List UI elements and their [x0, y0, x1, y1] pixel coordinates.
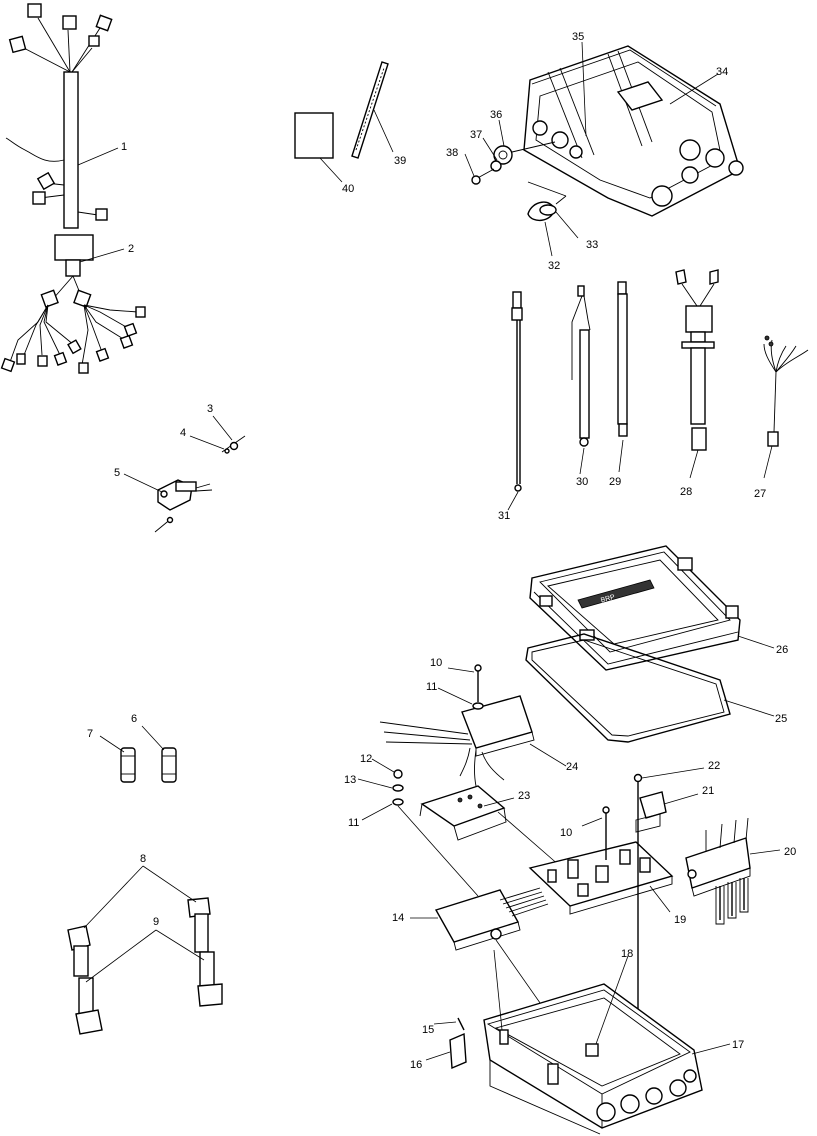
callout-3: 3	[207, 403, 213, 415]
lower-wiring-harness	[0, 234, 146, 374]
callout-34: 34	[716, 66, 728, 78]
callout-40: 40	[342, 183, 354, 195]
callout-37: 37	[470, 129, 482, 141]
callout-17: 17	[732, 1039, 744, 1051]
callout-36: 36	[490, 109, 502, 121]
callout-30: 30	[576, 476, 588, 488]
callout-23: 23	[518, 790, 530, 802]
callout-31: 31	[498, 510, 510, 522]
callout-1: 1	[121, 141, 127, 153]
callout-6: 6	[131, 713, 137, 725]
callout-9: 9	[153, 916, 159, 928]
callout-labels: 1 2 3 4 5 6 7 8 9 10 10 11 11 12 13 14 1…	[87, 31, 796, 1071]
base-enclosure	[425, 949, 731, 1135]
callout-5: 5	[114, 467, 120, 479]
callout-39: 39	[394, 155, 406, 167]
main-wiring-harness	[5, 3, 119, 229]
callout-15: 15	[422, 1024, 434, 1036]
callout-14: 14	[392, 912, 404, 924]
callout-27: 27	[754, 488, 766, 500]
callout-19: 19	[674, 914, 686, 926]
callout-26: 26	[776, 644, 788, 656]
callout-13: 13	[344, 774, 356, 786]
control-box-lid: BRP	[529, 545, 775, 671]
callout-10b: 10	[560, 827, 572, 839]
callout-24: 24	[566, 761, 578, 773]
straps	[67, 865, 223, 1035]
callout-12: 12	[360, 753, 372, 765]
relay-module	[379, 664, 567, 787]
switch-assembly	[123, 415, 246, 533]
callout-25: 25	[775, 713, 787, 725]
callout-11a: 11	[426, 681, 437, 693]
callout-29: 29	[609, 476, 621, 488]
cable-tie	[351, 61, 394, 159]
mounting-bracket	[357, 758, 561, 897]
callout-20: 20	[784, 846, 796, 858]
electrical-box-top	[464, 41, 744, 257]
callout-32: 32	[548, 260, 560, 272]
fuses	[99, 725, 177, 783]
callout-11b: 11	[348, 817, 359, 829]
callout-21: 21	[702, 785, 714, 797]
callout-10a: 10	[430, 657, 442, 669]
callout-38: 38	[446, 147, 458, 159]
callout-18: 18	[621, 948, 633, 960]
callout-28: 28	[680, 486, 692, 498]
callout-2: 2	[128, 243, 134, 255]
callout-35: 35	[572, 31, 584, 43]
sensors-and-cables	[507, 269, 809, 511]
lid-gasket	[525, 633, 775, 743]
callout-4: 4	[180, 427, 186, 439]
circuit-board	[528, 767, 781, 1060]
decal	[294, 112, 343, 183]
callout-16: 16	[410, 1059, 422, 1071]
callout-33: 33	[586, 239, 598, 251]
callout-7: 7	[87, 728, 93, 740]
lid-logo: BRP	[600, 594, 616, 605]
callout-22: 22	[708, 760, 720, 772]
callout-8: 8	[140, 853, 146, 865]
